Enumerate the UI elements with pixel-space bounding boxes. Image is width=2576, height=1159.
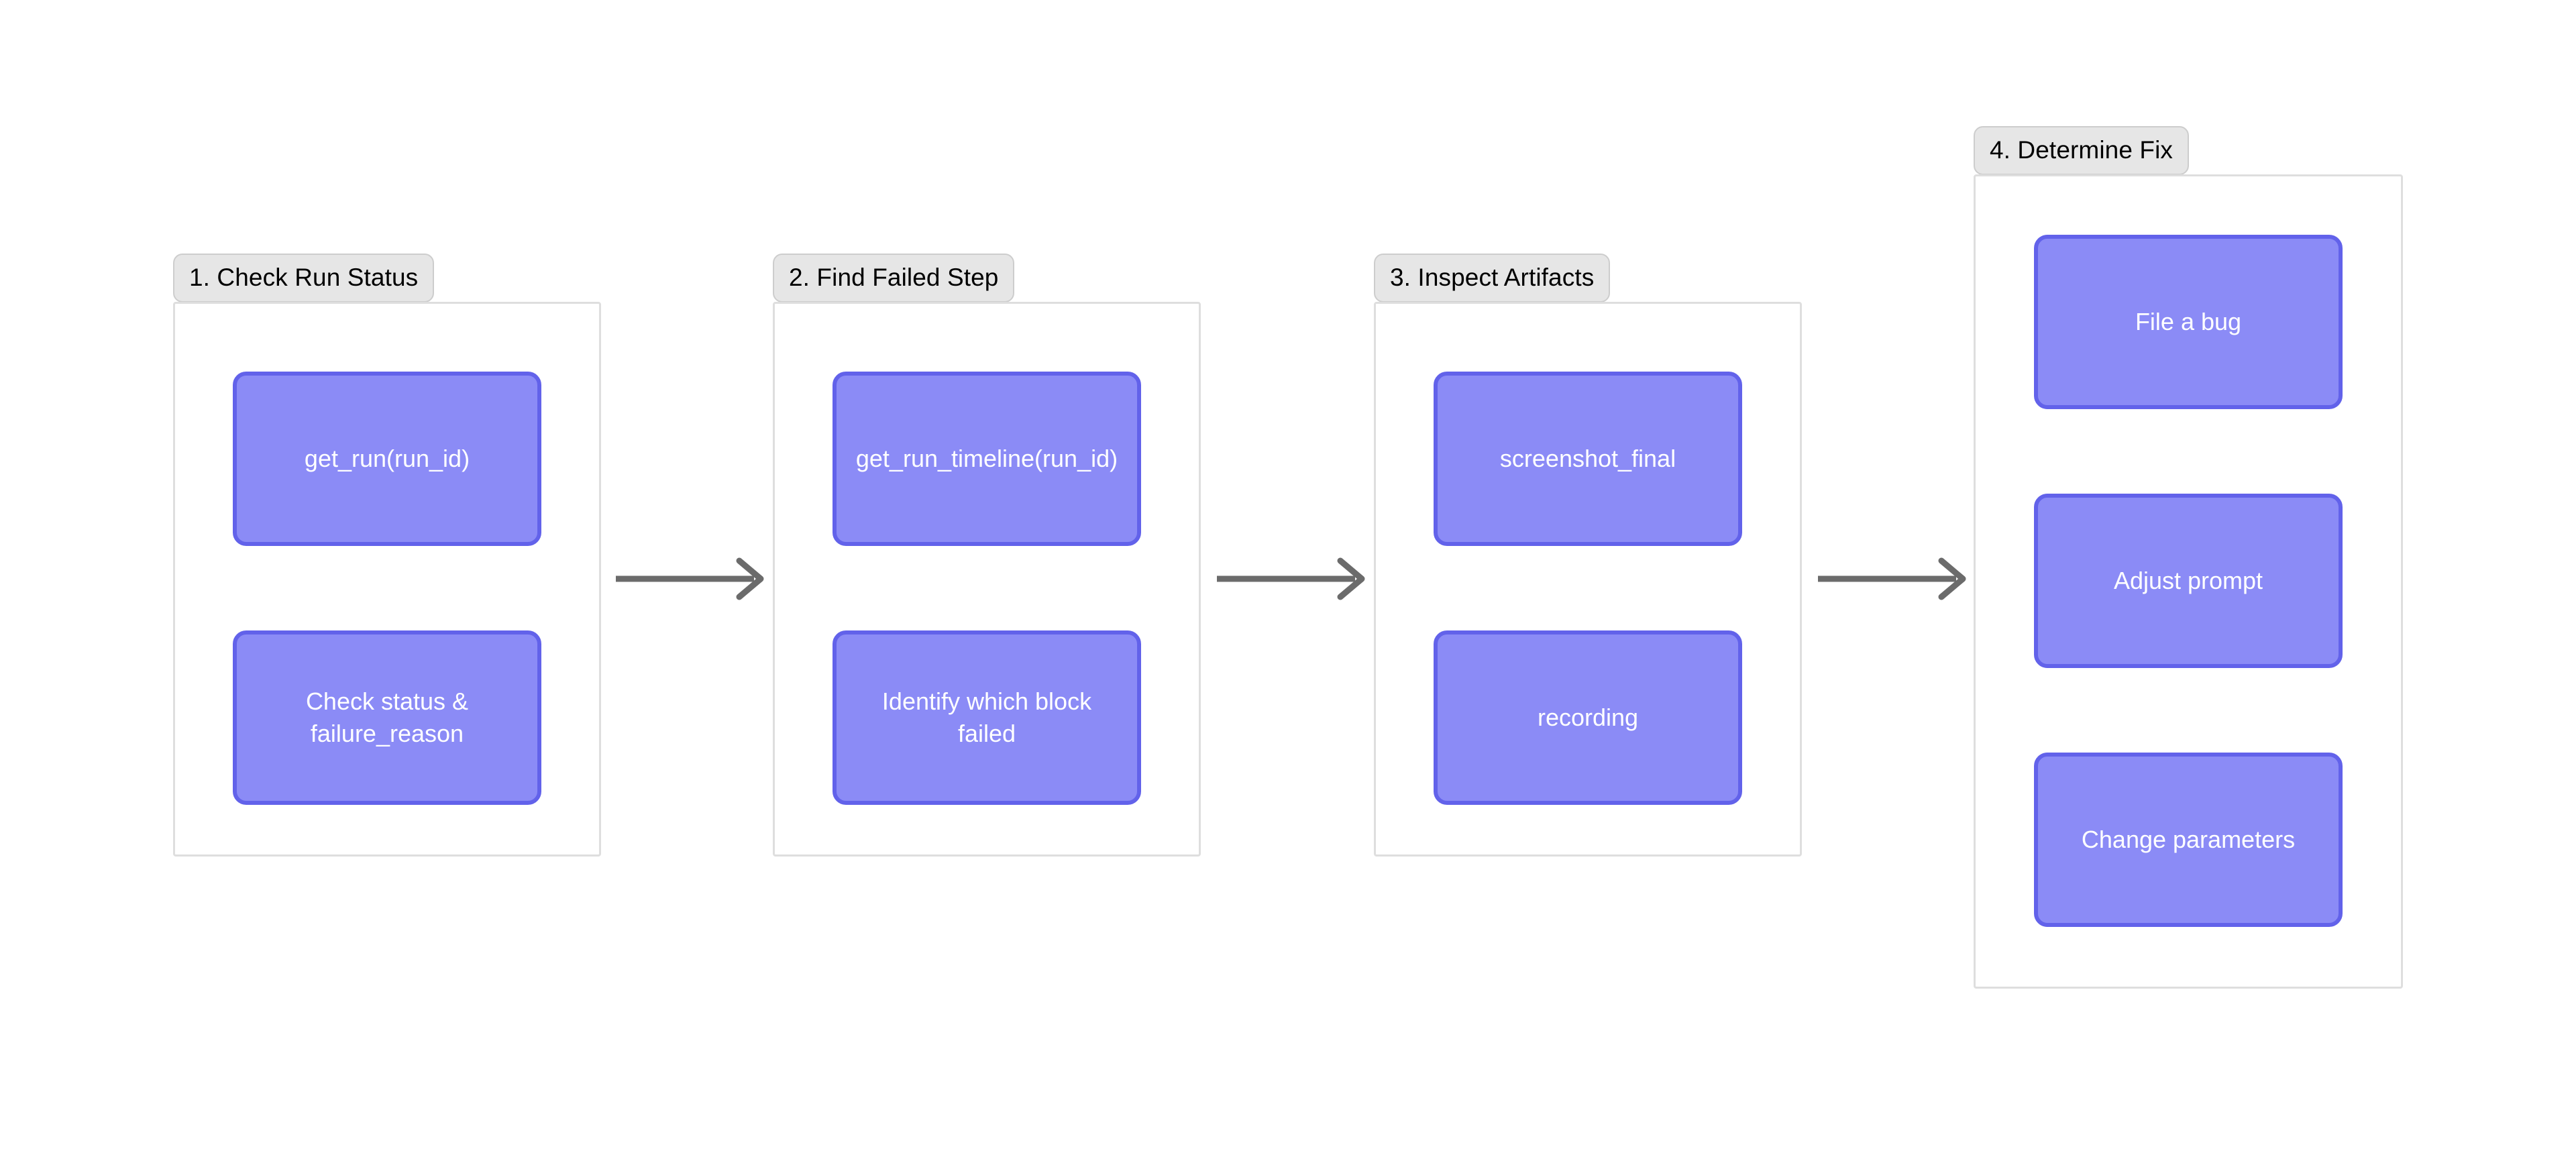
arrowhead-icon xyxy=(1337,557,1365,600)
cluster-check-run-status: 1. Check Run Status get_run(run_id) Chec… xyxy=(173,254,601,857)
node-check-status[interactable]: Check status & failure_reason xyxy=(233,630,541,805)
node-recording[interactable]: recording xyxy=(1434,630,1742,805)
cluster-determine-fix: 4. Determine Fix File a bug Adjust promp… xyxy=(1974,126,2403,989)
node-label-change-parameters: Change parameters xyxy=(2081,826,2296,854)
cluster-label-determine-fix: 4. Determine Fix xyxy=(1974,126,2190,175)
connector-arrow-3-4 xyxy=(1818,557,1966,600)
arrowhead-icon xyxy=(736,557,764,600)
node-label-get-run: get_run(run_id) xyxy=(304,445,470,473)
cluster-inspect-artifacts: 3. Inspect Artifacts screenshot_final re… xyxy=(1374,254,1802,857)
node-change-parameters[interactable]: Change parameters xyxy=(2034,753,2343,927)
node-get-run-timeline[interactable]: get_run_timeline(run_id) xyxy=(833,372,1141,546)
node-label-get-run-timeline: get_run_timeline(run_id) xyxy=(855,445,1118,473)
arrowhead-icon xyxy=(1938,557,1966,600)
node-label-check-status: Check status & failure_reason xyxy=(305,687,469,747)
node-label-adjust-prompt: Adjust prompt xyxy=(2113,567,2263,595)
node-identify-block[interactable]: Identify which block failed xyxy=(833,630,1141,805)
node-label-file-a-bug: File a bug xyxy=(2135,308,2242,336)
node-screenshot-final[interactable]: screenshot_final xyxy=(1434,372,1742,546)
node-label-recording: recording xyxy=(1537,704,1639,732)
node-label-identify-block: Identify which block failed xyxy=(881,687,1092,747)
node-adjust-prompt[interactable]: Adjust prompt xyxy=(2034,494,2343,668)
node-get-run[interactable]: get_run(run_id) xyxy=(233,372,541,546)
connector-arrow-1-2 xyxy=(616,557,764,600)
cluster-label-inspect-artifacts: 3. Inspect Artifacts xyxy=(1374,254,1611,302)
cluster-label-check-run-status: 1. Check Run Status xyxy=(173,254,435,302)
cluster-label-find-failed-step: 2. Find Failed Step xyxy=(773,254,1015,302)
cluster-find-failed-step: 2. Find Failed Step get_run_timeline(run… xyxy=(773,254,1201,857)
connector-arrow-2-3 xyxy=(1217,557,1365,600)
node-label-screenshot-final: screenshot_final xyxy=(1499,445,1676,473)
node-file-a-bug[interactable]: File a bug xyxy=(2034,235,2343,409)
